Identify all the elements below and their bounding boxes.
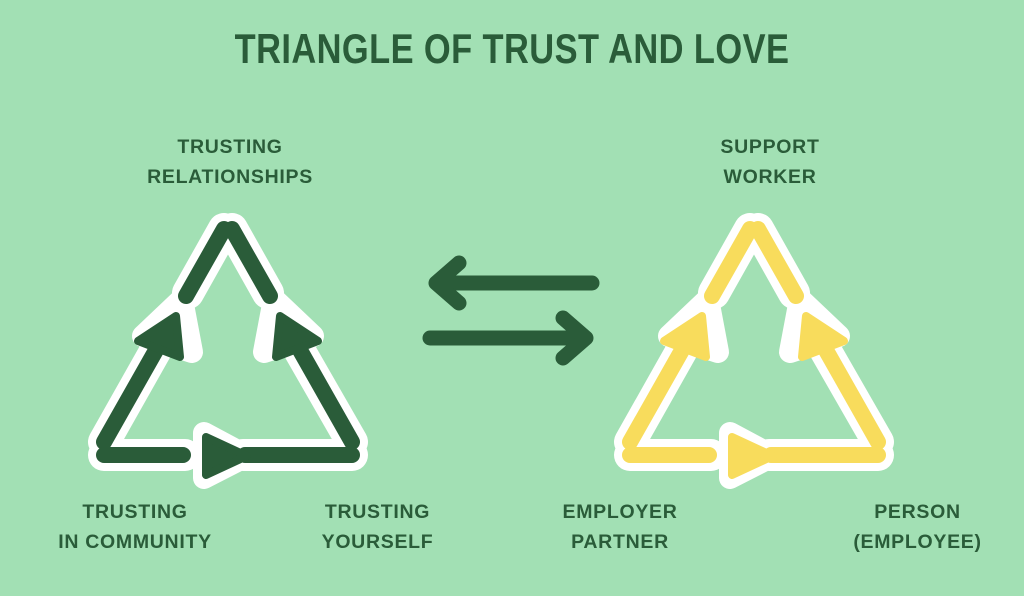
label-person-employee: PERSON (EMPLOYEE) — [853, 501, 982, 553]
label-trusting-relationships: TRUSTING RELATIONSHIPS — [147, 136, 313, 188]
trust-triangle-group — [88, 213, 368, 489]
label-support-worker: SUPPORT WORKER — [720, 136, 820, 188]
label-trusting-yourself: TRUSTING YOURSELF — [321, 501, 434, 553]
label-employer-partner: EMPLOYER PARTNER — [562, 501, 678, 553]
center-connector-arrows — [422, 255, 600, 366]
roles-triangle-group — [614, 213, 894, 489]
arrow-right-icon — [422, 310, 594, 366]
page-title: TRIANGLE OF TRUST AND LOVE — [234, 25, 790, 72]
label-trusting-in-community: TRUSTING IN COMMUNITY — [58, 501, 212, 553]
arrow-left-icon — [428, 255, 600, 311]
